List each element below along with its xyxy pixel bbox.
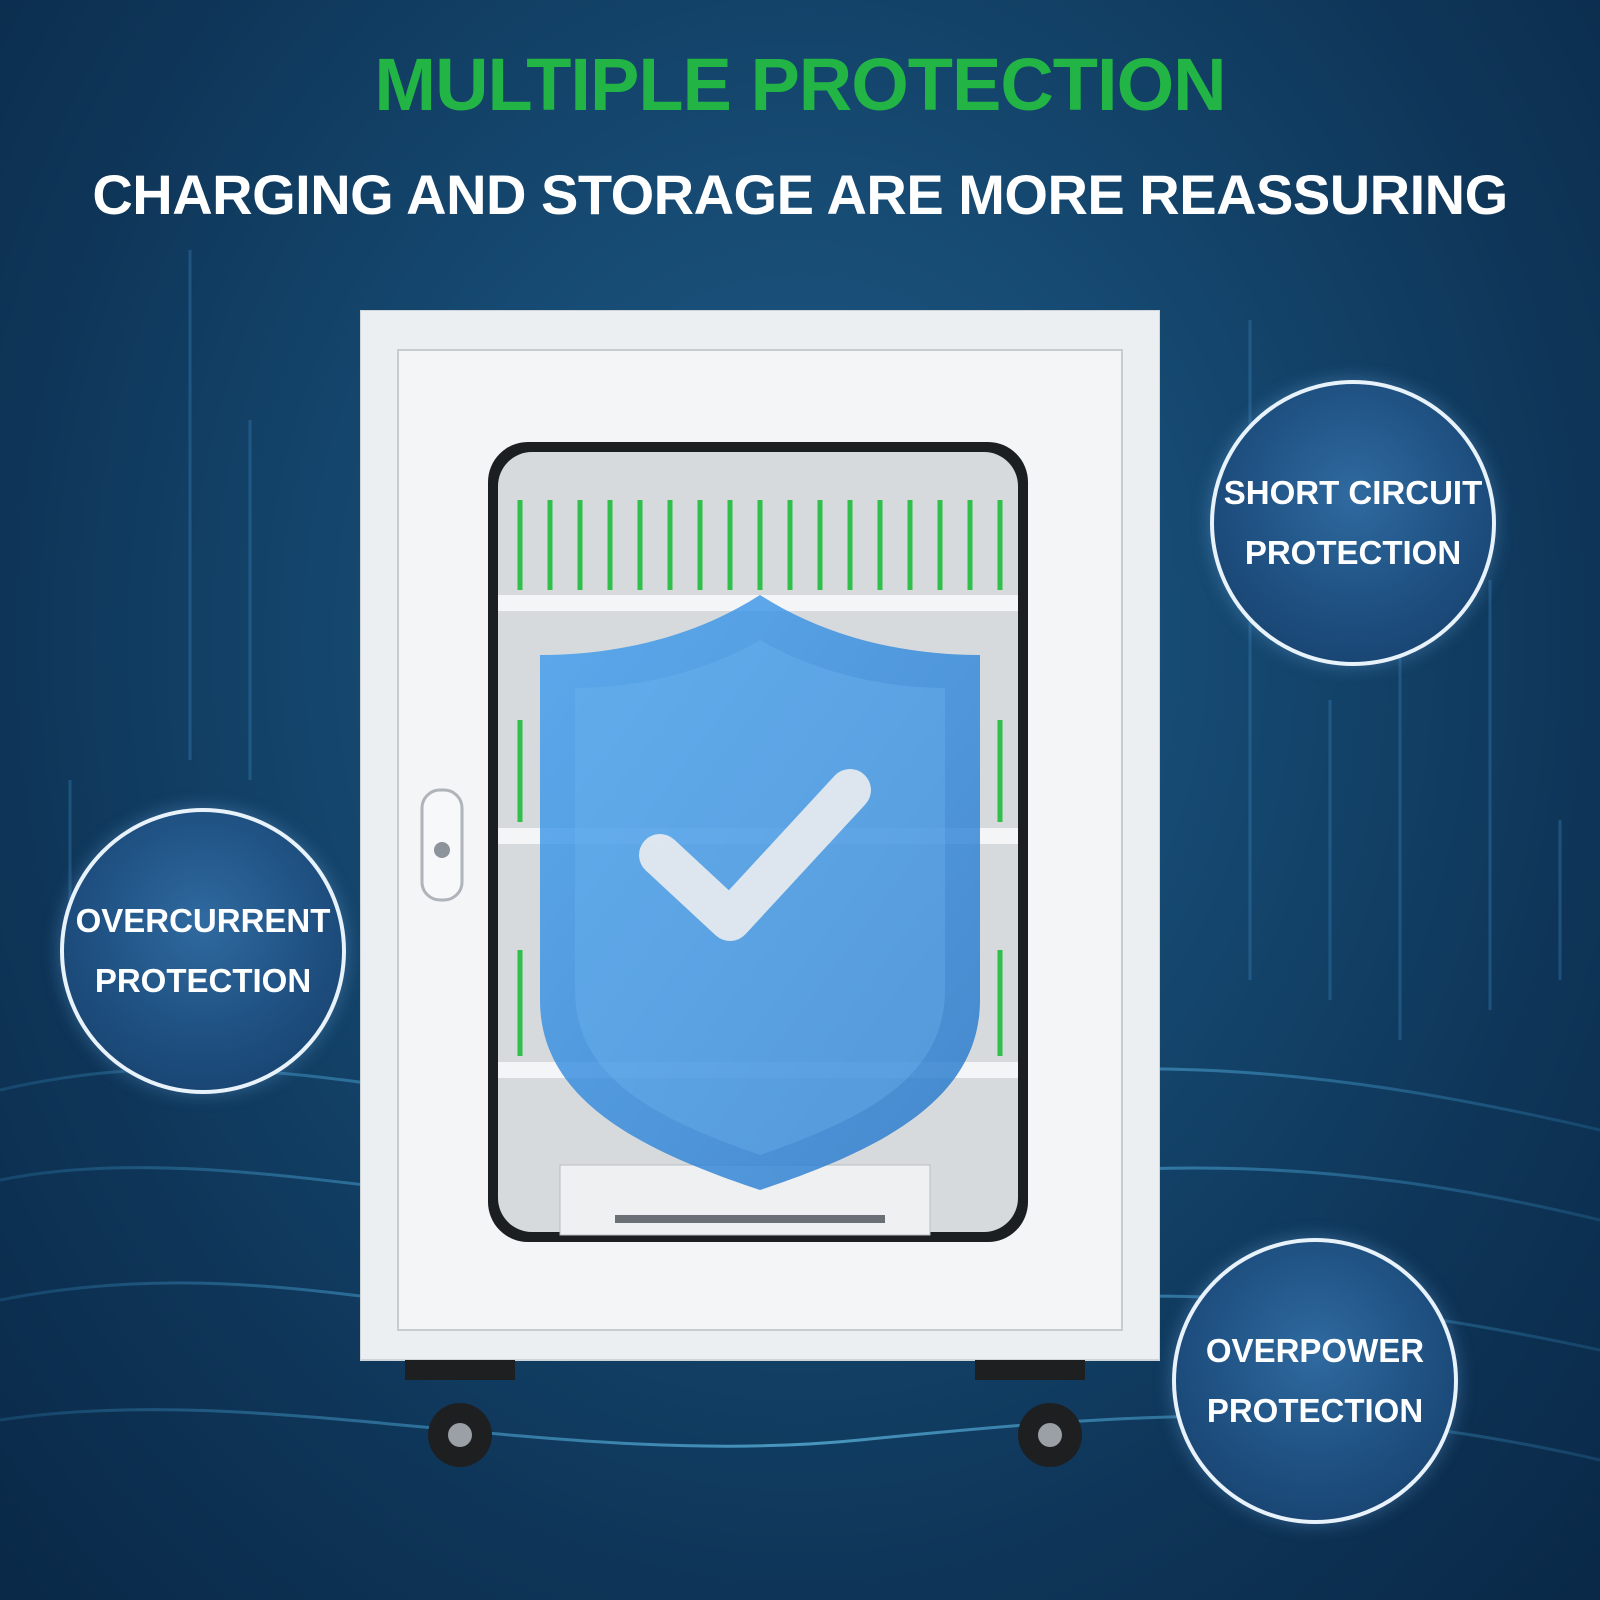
- short-circuit-protection-badge: SHORT CIRCUIT PROTECTION: [1210, 380, 1496, 666]
- charging-cabinet-image: [360, 310, 1160, 1467]
- overpower-protection-label: OVERPOWER PROTECTION: [1205, 1332, 1425, 1429]
- page-title: MULTIPLE PROTECTION: [374, 43, 1226, 126]
- overcurrent-protection-label: OVERCURRENT PROTECTION: [75, 902, 331, 999]
- short-circuit-protection-label: SHORT CIRCUIT PROTECTION: [1223, 474, 1483, 571]
- overpower-protection-badge: OVERPOWER PROTECTION: [1172, 1238, 1458, 1524]
- shield-check-icon: [540, 595, 980, 1190]
- page-subtitle: CHARGING AND STORAGE ARE MORE REASSURING: [92, 163, 1508, 226]
- overcurrent-protection-badge: OVERCURRENT PROTECTION: [60, 808, 346, 1094]
